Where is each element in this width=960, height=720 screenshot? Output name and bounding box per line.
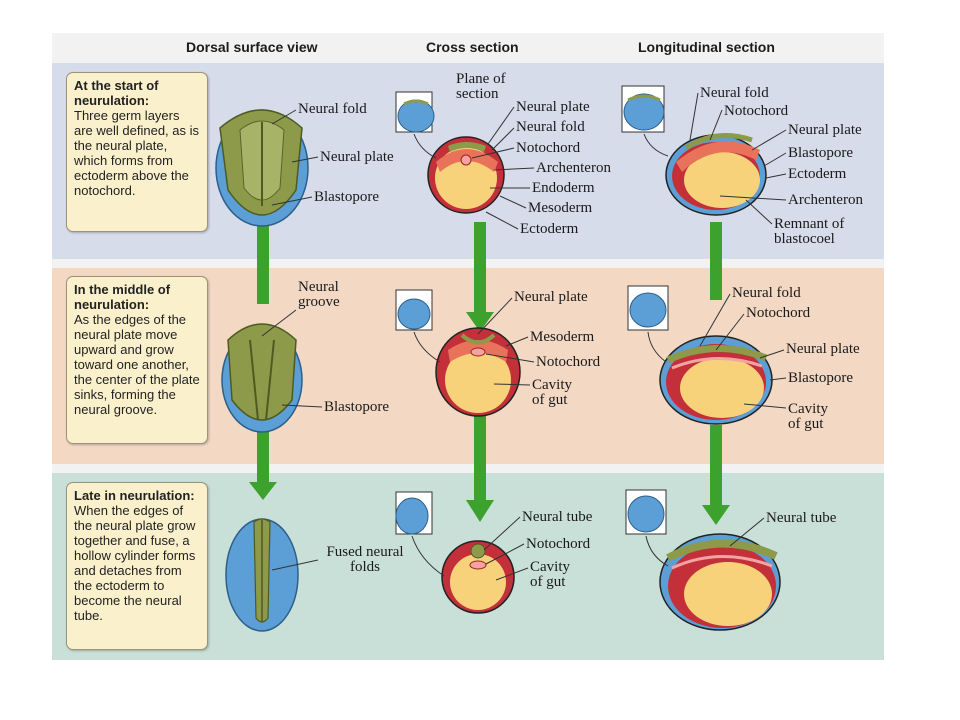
s1-long-inset — [621, 85, 665, 133]
label-s2-dorsal-neural-groove: Neural groove — [298, 279, 340, 310]
s1-long-embryo — [665, 133, 767, 216]
label-s2-cross-neural-plate: Neural plate — [514, 289, 588, 305]
stage-1-description: At the start of neurulation: Three germ … — [66, 72, 208, 232]
label-s1-cross-neural-plate: Neural plate — [516, 99, 590, 115]
stage-2-body: As the edges of the neural plate move up… — [74, 312, 200, 417]
label-s1-dorsal-neural-fold: Neural fold — [298, 101, 367, 117]
stage-arrows — [249, 222, 730, 525]
label-s2-long-blastopore: Blastopore — [788, 370, 853, 386]
s3-long-inset — [625, 489, 667, 535]
s1-cross-embryo — [427, 136, 505, 214]
stage-2-description: In the middle of neurulation: As the edg… — [66, 276, 208, 444]
s3-plane-inset — [395, 491, 433, 535]
label-s1-long-neural-fold: Neural fold — [700, 85, 769, 101]
label-s3-cross-notochord: Notochord — [526, 536, 591, 552]
label-s3-long-neural-tube: Neural tube — [766, 510, 837, 526]
column-header-cross: Cross section — [426, 39, 519, 55]
label-s2-long-notochord: Notochord — [746, 305, 811, 321]
label-s2-cross-cavity: Cavity of gut — [532, 377, 572, 408]
stage-2-title: In the middle of neurulation: — [74, 282, 171, 312]
label-s1-long-notochord: Notochord — [724, 103, 789, 119]
inset-pointers — [411, 133, 669, 577]
s2-dorsal-embryo — [221, 323, 303, 433]
label-s1-cross-notochord: Notochord — [516, 140, 581, 156]
s1-dorsal-embryo — [215, 109, 309, 227]
label-s2-dorsal-blastopore: Blastopore — [324, 399, 389, 415]
s2-long-inset — [627, 285, 669, 331]
leader-lines — [261, 92, 787, 581]
label-s1-long-blastopore: Blastopore — [788, 145, 853, 161]
s2-cross-embryo — [435, 327, 521, 417]
label-s3-cross-cavity: Cavity of gut — [530, 559, 570, 590]
stage-3-title: Late in neurulation: — [74, 488, 195, 503]
label-s2-long-cavity: Cavity of gut — [788, 401, 828, 432]
stage-1-title: At the start of neurulation: — [74, 78, 159, 108]
label-s2-cross-notochord: Notochord — [536, 354, 601, 370]
label-s3-dorsal-fused: Fused neural folds — [326, 544, 404, 575]
label-s1-cross-archenteron: Archenteron — [536, 160, 611, 176]
label-s1-long-remnant: Remnant of blastocoel — [774, 216, 845, 247]
stage-3-body: When the edges of the neural plate grow … — [74, 503, 196, 623]
stage-1-body: Three germ layers are well defined, as i… — [74, 108, 200, 198]
label-s2-long-neural-plate: Neural plate — [786, 341, 860, 357]
label-s3-cross-neural-tube: Neural tube — [522, 509, 593, 525]
label-s1-cross-ectoderm: Ectoderm — [520, 221, 579, 237]
label-s1-cross-endoderm: Endoderm — [532, 180, 595, 196]
label-s2-long-neural-fold: Neural fold — [732, 285, 801, 301]
label-s1-plane-of-section: Plane of section — [456, 71, 506, 102]
s1-plane-inset — [395, 91, 435, 133]
column-header-dorsal: Dorsal surface view — [186, 39, 318, 55]
label-s2-cross-mesoderm: Mesoderm — [530, 329, 595, 345]
stage-3-description: Late in neurulation: When the edges of t… — [66, 482, 208, 650]
s2-long-embryo — [659, 335, 773, 425]
label-s1-dorsal-blastopore: Blastopore — [314, 189, 379, 205]
s2-plane-inset — [395, 289, 433, 331]
s3-long-embryo — [659, 533, 781, 631]
label-s1-long-ectoderm: Ectoderm — [788, 166, 847, 182]
label-s1-long-neural-plate: Neural plate — [788, 122, 862, 138]
label-s1-cross-neural-fold: Neural fold — [516, 119, 585, 135]
column-header-longitudinal: Longitudinal section — [638, 39, 775, 55]
label-s1-dorsal-neural-plate: Neural plate — [320, 149, 394, 165]
label-s1-long-archenteron: Archenteron — [788, 192, 863, 208]
s3-dorsal-embryo — [225, 518, 299, 632]
label-s1-cross-mesoderm: Mesoderm — [528, 200, 593, 216]
